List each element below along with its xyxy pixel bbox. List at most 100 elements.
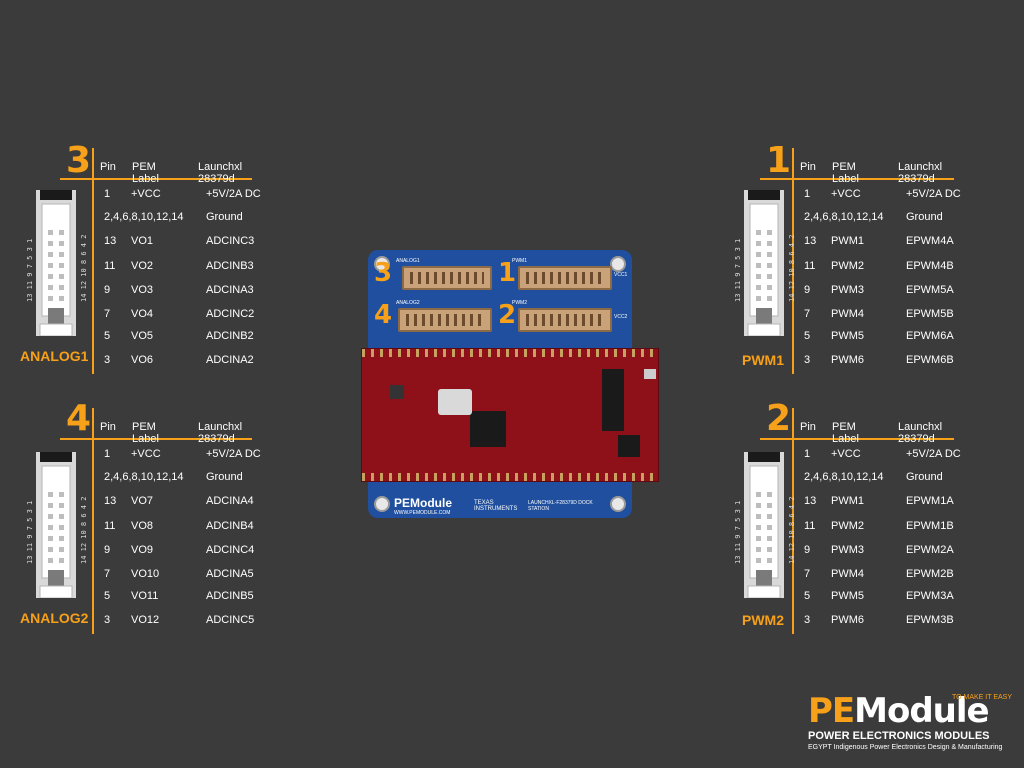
header-underline <box>60 178 252 180</box>
table-cell-pin: 2,4,6,8,10,12,14 <box>104 211 184 223</box>
table-cell-launchxl: EPWM6B <box>906 354 954 366</box>
table-cell-pem: PWM5 <box>831 330 864 342</box>
connector-pin-numbers: 14 12 10 8 6 4 2 <box>80 234 88 302</box>
ic-chip <box>390 385 404 399</box>
table-cell-pin: 5 <box>804 330 811 342</box>
idc-connector-icon <box>744 190 784 341</box>
silk-pwm2: PWM2 <box>512 300 527 306</box>
table-cell-pin: 11 <box>804 260 816 272</box>
table-cell-pem: PWM1 <box>831 235 864 247</box>
header-underline <box>60 438 252 440</box>
column-divider <box>792 148 794 374</box>
header-underline <box>760 178 954 180</box>
pwm2-header <box>518 308 612 332</box>
table-cell-pem: PWM3 <box>831 544 864 556</box>
column-divider <box>792 408 794 634</box>
table-cell-pin: 9 <box>104 284 111 296</box>
table-cell-pem: VO1 <box>131 235 154 247</box>
logo-title: POWER ELECTRONICS MODULES <box>808 730 990 742</box>
table-cell-pin: 11 <box>104 520 116 532</box>
table-cell-pin: 13 <box>104 495 117 507</box>
table-cell-pin: 1 <box>804 188 811 200</box>
column-header-pem-label: PEM Label <box>832 161 859 185</box>
pin-header-bottom <box>362 473 658 481</box>
column-header-pem-label: PEM Label <box>832 421 859 445</box>
logo-tagline: TO MAKE IT EASY <box>951 694 1012 701</box>
table-cell-launchxl: ADCINA4 <box>206 495 254 507</box>
panel-name: ANALOG2 <box>20 610 89 626</box>
table-cell-pem: PWM3 <box>831 284 864 296</box>
table-cell-pem: VO2 <box>131 260 154 272</box>
table-cell-launchxl: ADCINB4 <box>206 520 254 532</box>
column-header-pem-label: PEM Label <box>132 421 159 445</box>
silk-analog1: ANALOG1 <box>396 258 420 264</box>
column-header-pin: Pin <box>800 421 816 433</box>
table-cell-launchxl: ADCINC2 <box>206 308 255 320</box>
panel-number: 1 <box>766 140 792 181</box>
table-cell-pem: VO9 <box>131 544 154 556</box>
silk-pwm1: PWM1 <box>512 258 527 264</box>
silk-analog2: ANALOG2 <box>396 300 420 306</box>
table-cell-launchxl: EPWM4B <box>906 260 954 272</box>
table-cell-pem: VO4 <box>131 308 154 320</box>
table-cell-pin: 13 <box>104 235 117 247</box>
table-cell-pem: VO3 <box>131 284 154 296</box>
table-cell-pem: VO5 <box>131 330 154 342</box>
table-cell-pem: PWM6 <box>831 354 864 366</box>
table-cell-launchxl: EPWM1A <box>906 495 954 507</box>
ti-logo-text: TEXAS INSTRUMENTS <box>474 500 518 512</box>
silk-vcc2: VCC2 <box>614 314 628 320</box>
table-cell-launchxl: ADCINA2 <box>206 354 254 366</box>
table-cell-launchxl: ADCINB2 <box>206 330 254 342</box>
table-cell-pin: 1 <box>804 448 811 460</box>
table-cell-pem: PWM2 <box>831 520 864 532</box>
connector-pin-numbers: 13 11 9 7 5 3 1 <box>734 238 742 302</box>
panel-number: 3 <box>66 140 92 181</box>
column-header-pin: Pin <box>800 161 816 173</box>
panel-name: ANALOG1 <box>20 348 89 364</box>
table-cell-pin: 2,4,6,8,10,12,14 <box>104 471 184 483</box>
table-cell-pin: 11 <box>804 520 816 532</box>
idc-connector-icon <box>36 452 76 603</box>
column-header-launchxl: Launchxl 28379d <box>898 161 943 185</box>
board-label-1: 1 <box>498 258 517 288</box>
table-cell-launchxl: EPWM1B <box>906 520 954 532</box>
board-brand: PEModule <box>394 496 453 510</box>
mount-hole <box>610 256 626 272</box>
logo-pe: PE <box>808 691 855 731</box>
table-cell-pin: 7 <box>104 308 111 320</box>
table-cell-pem: VO12 <box>131 614 160 626</box>
table-cell-pin: 9 <box>804 284 811 296</box>
launchxl-board <box>361 348 659 482</box>
table-cell-pin: 1 <box>104 448 111 460</box>
mount-hole <box>374 256 390 272</box>
table-cell-launchxl: ADCINB3 <box>206 260 254 272</box>
table-cell-pin: 3 <box>804 354 811 366</box>
table-cell-pem: +VCC <box>831 188 861 200</box>
table-cell-launchxl: EPWM6A <box>906 330 954 342</box>
analog2-header <box>398 308 492 332</box>
table-cell-pem: PWM6 <box>831 614 864 626</box>
table-cell-launchxl: ADCINC5 <box>206 614 255 626</box>
table-cell-pin: 13 <box>804 235 817 247</box>
table-cell-launchxl: EPWM3B <box>906 614 954 626</box>
table-cell-pin: 3 <box>804 614 811 626</box>
table-cell-launchxl: ADCINA3 <box>206 284 254 296</box>
column-header-launchxl: Launchxl 28379d <box>898 421 943 445</box>
table-cell-pem: +VCC <box>131 448 161 460</box>
table-cell-pin: 2,4,6,8,10,12,14 <box>804 211 884 223</box>
logo-module: Module <box>854 691 989 731</box>
table-cell-pem: +VCC <box>131 188 161 200</box>
table-cell-launchxl: ADCINA5 <box>206 568 254 580</box>
table-cell-pem: PWM5 <box>831 590 864 602</box>
panel-number: 2 <box>766 398 792 439</box>
table-cell-pin: 9 <box>804 544 811 556</box>
table-cell-launchxl: +5V/2A DC <box>906 448 961 460</box>
table-cell-pin: 3 <box>104 614 111 626</box>
table-cell-pem: PWM4 <box>831 308 864 320</box>
connector-pin-numbers: 14 12 10 8 6 4 2 <box>788 234 796 302</box>
board-label-4: 4 <box>374 300 393 330</box>
mount-hole <box>610 496 626 512</box>
table-cell-launchxl: EPWM4A <box>906 235 954 247</box>
table-cell-launchxl: EPWM2A <box>906 544 954 556</box>
